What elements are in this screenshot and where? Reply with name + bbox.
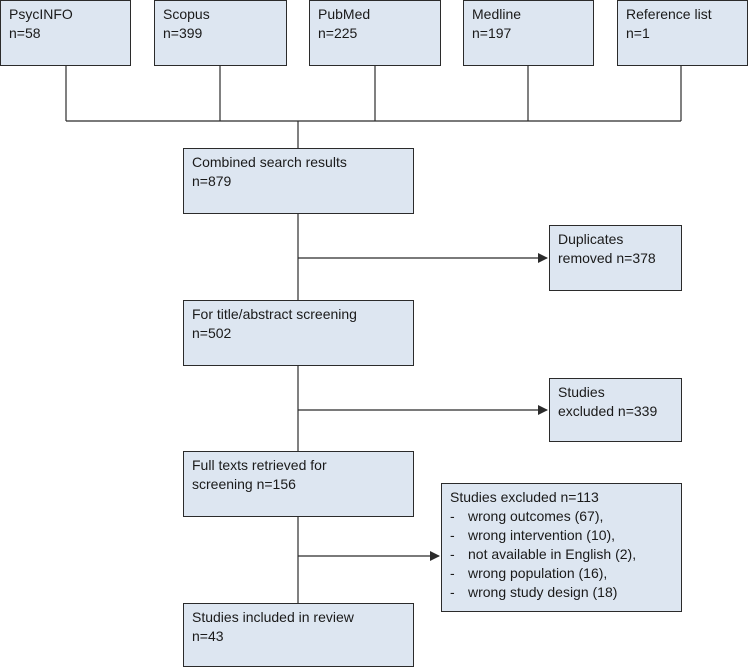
bullet-dash: - bbox=[450, 565, 455, 581]
exclusion-count: removed n=378 bbox=[558, 250, 656, 266]
combined-results-box: Combined search results n=879 bbox=[183, 148, 414, 214]
source-name: PsycINFO bbox=[9, 6, 73, 22]
step-count: n=43 bbox=[192, 628, 224, 644]
exclusion-reasons-list: -wrong outcomes (67), -wrong interventio… bbox=[450, 507, 673, 602]
source-box-medline: Medline n=197 bbox=[463, 0, 594, 66]
title-abstract-screening-box: For title/abstract screening n=502 bbox=[183, 300, 414, 366]
reason-text: wrong study design (18) bbox=[468, 584, 618, 600]
source-name: Reference list bbox=[626, 6, 712, 22]
exclusion-reason: -wrong intervention (10), bbox=[450, 526, 673, 545]
studies-excluded-339-box: Studies excluded n=339 bbox=[549, 378, 682, 442]
source-name: Medline bbox=[472, 6, 522, 22]
exclusion-title: Studies excluded n=113 bbox=[450, 489, 599, 505]
exclusion-label: Studies bbox=[558, 384, 605, 400]
exclusion-reason: -wrong outcomes (67), bbox=[450, 507, 673, 526]
reason-text: wrong population (16), bbox=[468, 565, 608, 581]
exclusion-reason: -not available in English (2), bbox=[450, 545, 673, 564]
step-label: For title/abstract screening bbox=[192, 306, 357, 322]
step-count: n=502 bbox=[192, 325, 232, 341]
bullet-dash: - bbox=[450, 584, 455, 600]
step-count: n=879 bbox=[192, 173, 232, 189]
step-label-cont: screening n=156 bbox=[192, 476, 296, 492]
step-label: Studies included in review bbox=[192, 609, 354, 625]
source-name: PubMed bbox=[318, 6, 371, 22]
source-count: n=225 bbox=[318, 25, 358, 41]
exclusion-reason: -wrong population (16), bbox=[450, 564, 673, 583]
source-count: n=399 bbox=[163, 25, 203, 41]
reason-text: not available in English (2), bbox=[468, 546, 637, 562]
studies-excluded-113-box: Studies excluded n=113 -wrong outcomes (… bbox=[441, 483, 682, 612]
bullet-dash: - bbox=[450, 546, 455, 562]
source-name: Scopus bbox=[163, 6, 210, 22]
bullet-dash: - bbox=[450, 508, 455, 524]
source-box-psycinfo: PsycINFO n=58 bbox=[0, 0, 131, 66]
source-box-reference-list: Reference list n=1 bbox=[617, 0, 748, 66]
exclusion-reason: -wrong study design (18) bbox=[450, 583, 673, 602]
reason-text: wrong intervention (10), bbox=[468, 527, 616, 543]
source-count: n=58 bbox=[9, 25, 41, 41]
duplicates-removed-box: Duplicates removed n=378 bbox=[549, 225, 682, 291]
step-label: Full texts retrieved for bbox=[192, 457, 327, 473]
exclusion-count: excluded n=339 bbox=[558, 403, 658, 419]
source-box-pubmed: PubMed n=225 bbox=[309, 0, 441, 66]
full-texts-retrieved-box: Full texts retrieved for screening n=156 bbox=[183, 451, 414, 517]
step-label: Combined search results bbox=[192, 154, 347, 170]
reason-text: wrong outcomes (67), bbox=[468, 508, 604, 524]
exclusion-label: Duplicates bbox=[558, 231, 624, 247]
source-count: n=1 bbox=[626, 25, 650, 41]
source-count: n=197 bbox=[472, 25, 512, 41]
source-box-scopus: Scopus n=399 bbox=[154, 0, 287, 66]
bullet-dash: - bbox=[450, 527, 455, 543]
studies-included-box: Studies included in review n=43 bbox=[183, 603, 414, 667]
